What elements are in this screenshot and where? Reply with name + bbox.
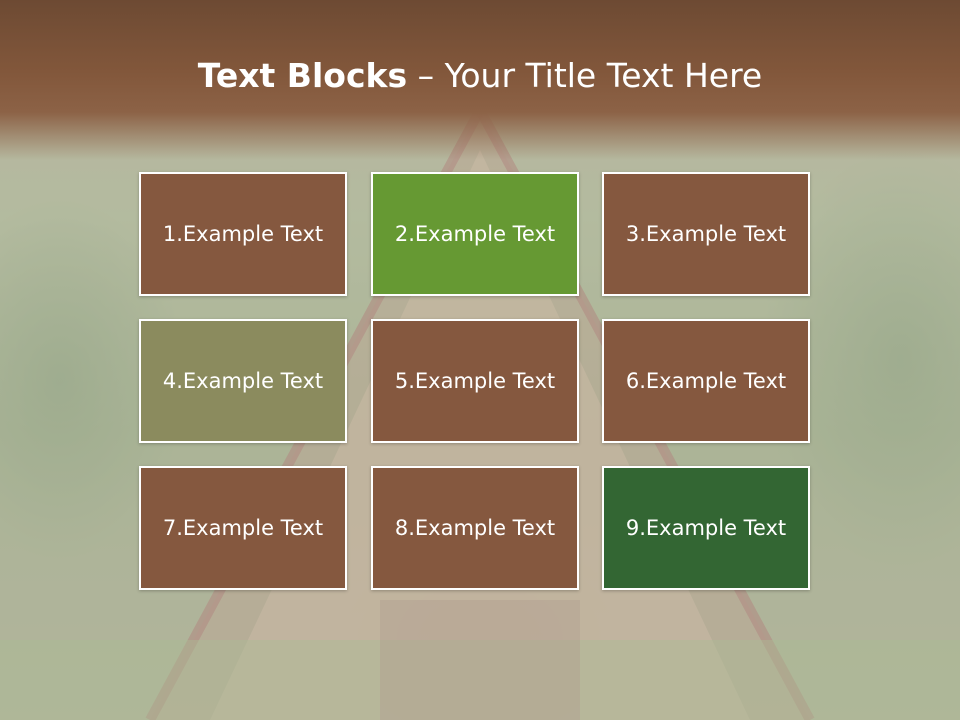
title-dash: – <box>407 56 445 95</box>
text-block-label: 1.Example Text <box>162 222 324 246</box>
text-block-label: 3.Example Text <box>625 222 787 246</box>
text-block-label: 2.Example Text <box>394 222 556 246</box>
page-title: Text Blocks – Your Title Text Here <box>0 54 960 98</box>
text-block-label: 5.Example Text <box>394 369 556 393</box>
text-block-label: 8.Example Text <box>394 516 556 540</box>
title-band <box>0 0 960 160</box>
text-block-4[interactable]: 4.Example Text <box>139 319 347 443</box>
grass-strip <box>0 640 960 720</box>
text-block-label: 4.Example Text <box>162 369 324 393</box>
text-block-label: 6.Example Text <box>625 369 787 393</box>
title-bold: Text Blocks <box>197 56 408 95</box>
text-block-label: 7.Example Text <box>162 516 324 540</box>
text-block-5[interactable]: 5.Example Text <box>371 319 579 443</box>
text-block-label: 9.Example Text <box>625 516 787 540</box>
text-block-3[interactable]: 3.Example Text <box>602 172 810 296</box>
text-block-7[interactable]: 7.Example Text <box>139 466 347 590</box>
text-block-9[interactable]: 9.Example Text <box>602 466 810 590</box>
text-block-1[interactable]: 1.Example Text <box>139 172 347 296</box>
title-rest: Your Title Text Here <box>444 56 763 95</box>
text-block-2[interactable]: 2.Example Text <box>371 172 579 296</box>
text-block-6[interactable]: 6.Example Text <box>602 319 810 443</box>
text-block-8[interactable]: 8.Example Text <box>371 466 579 590</box>
cabin-porch <box>380 600 580 720</box>
